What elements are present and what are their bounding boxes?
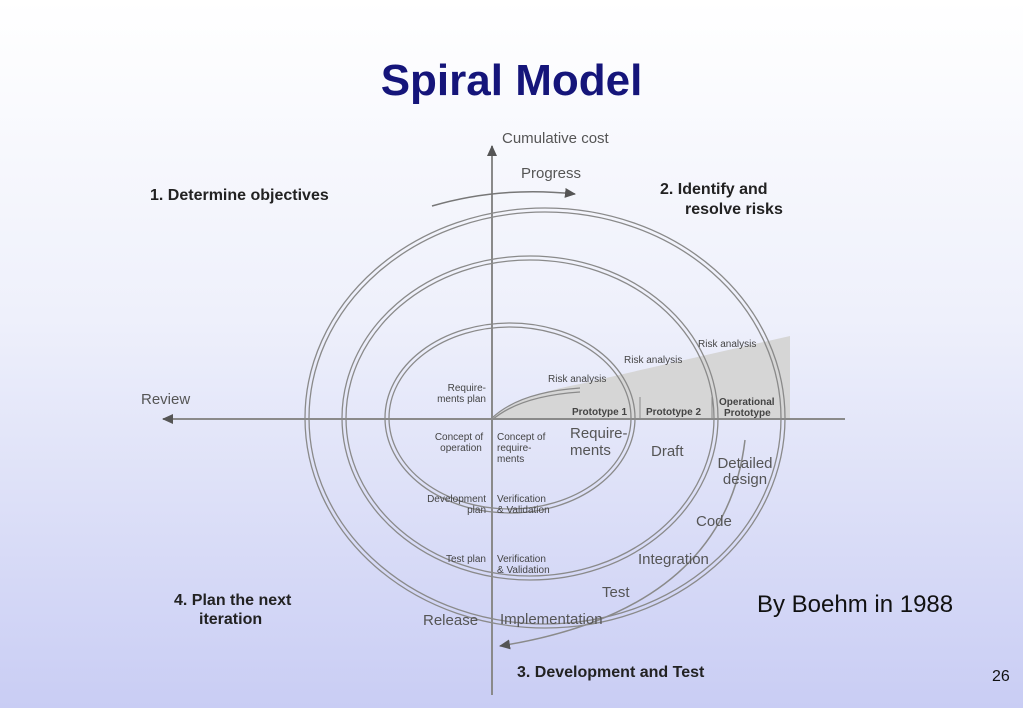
- draft: Draft: [651, 443, 684, 460]
- quadrant-2-label: 2. Identify and: [660, 181, 768, 198]
- release-arrow: [499, 439, 746, 650]
- prototype-1: Prototype 1: [572, 407, 627, 418]
- quadrant-1-label: 1. Determine objectives: [150, 187, 329, 204]
- credit-text: By Boehm in 1988: [757, 591, 954, 618]
- operational-prototype-line2: Prototype: [724, 408, 771, 419]
- requirements-line2: ments: [570, 442, 611, 459]
- requirements-plan-line2: ments plan: [437, 394, 486, 405]
- risk-wedge: [492, 336, 790, 418]
- quadrant-4-label-line2: iteration: [199, 611, 262, 628]
- slide-title: Spiral Model: [380, 56, 643, 105]
- progress-label: Progress: [521, 165, 581, 182]
- detailed-design: Detailed: [717, 455, 772, 472]
- quadrant-2-label-line2: resolve risks: [685, 201, 783, 218]
- spiral-loop-core: [491, 387, 581, 419]
- verification-validation-2-line2: & Validation: [497, 565, 550, 576]
- requirements: Require-: [570, 425, 628, 442]
- verification-validation-1: Verification: [497, 494, 546, 505]
- integration: Integration: [638, 551, 709, 568]
- test-plan: Test plan: [446, 554, 486, 565]
- cumulative-cost-label: Cumulative cost: [502, 130, 610, 147]
- code: Code: [696, 513, 732, 530]
- implementation: Implementation: [500, 611, 603, 628]
- risk-analysis-3: Risk analysis: [698, 339, 756, 350]
- concept-of-requirements: Concept of: [497, 432, 546, 443]
- test: Test: [602, 584, 630, 601]
- prototype-2: Prototype 2: [646, 407, 701, 418]
- operational-prototype: Operational: [719, 397, 775, 408]
- quadrant-3-label: 3. Development and Test: [517, 664, 705, 681]
- page-number: 26: [992, 668, 1010, 685]
- review-label: Review: [141, 391, 190, 408]
- detailed-design-line2: design: [723, 471, 767, 488]
- risk-analysis-2: Risk analysis: [624, 355, 682, 366]
- concept-of-requirements-line3: ments: [497, 454, 524, 465]
- release: Release: [423, 612, 478, 629]
- risk-analysis-1: Risk analysis: [548, 374, 606, 385]
- verification-validation-1-line2: & Validation: [497, 505, 550, 516]
- concept-of-operation: Concept of: [435, 432, 484, 443]
- concept-of-requirements-line2: require-: [497, 443, 531, 454]
- quadrant-4-label: 4. Plan the next: [174, 592, 292, 609]
- verification-validation-2: Verification: [497, 554, 546, 565]
- development-plan: Development: [427, 494, 486, 505]
- development-plan-line2: plan: [467, 505, 486, 516]
- progress-arrow: [431, 187, 576, 207]
- requirements-plan: Require-: [448, 383, 486, 394]
- concept-of-operation-line2: operation: [440, 443, 482, 454]
